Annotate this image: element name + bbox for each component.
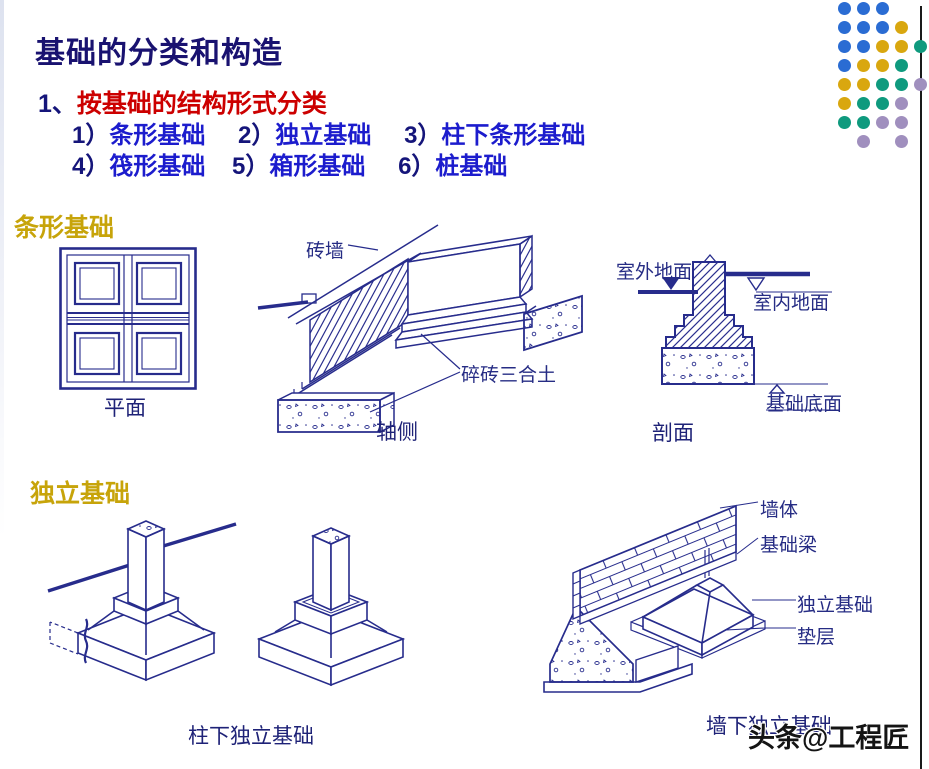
decor-dot (838, 21, 851, 34)
decor-dot (876, 40, 889, 53)
decor-dot (914, 78, 927, 91)
plan-figure (59, 247, 197, 390)
indoor-ground-label: 室内地面 (753, 293, 830, 314)
type-6-name: 桩基础 (435, 153, 508, 180)
type-6-num: 6） (398, 153, 436, 180)
rubble-concrete-label: 碎砖三合土 (461, 365, 557, 386)
decor-dot (876, 21, 889, 34)
decor-dot (895, 97, 908, 110)
decor-dot (857, 97, 870, 110)
type-4-name: 筏形基础 (109, 153, 206, 180)
decor-dot (857, 21, 870, 34)
decor-dot (895, 116, 908, 129)
decor-dot (857, 135, 870, 148)
strip-foundation-heading: 条形基础 (14, 214, 115, 242)
decor-dot (876, 97, 889, 110)
type-3-name: 柱下条形基础 (441, 122, 586, 149)
type-5-name: 箱形基础 (269, 153, 366, 180)
watermark: 头条@工程匠 (748, 723, 910, 753)
decor-dot (838, 116, 851, 129)
decor-dot (895, 40, 908, 53)
decor-dot (876, 2, 889, 15)
list-number: 1、 (38, 90, 77, 118)
foundation-types-line2: 4）筏形基础 5）箱形基础 6）桩基础 (72, 146, 507, 181)
type-5-num: 5） (232, 153, 270, 180)
wall-footing-caption: 墙下独立基础 (706, 715, 832, 738)
decor-dot (876, 116, 889, 129)
type-2-num: 2） (238, 122, 276, 149)
page-title: 基础的分类和构造 (35, 37, 283, 70)
brick-wall-label: 砖墙 (306, 241, 345, 262)
type-2-name: 独立基础 (275, 122, 372, 149)
type-1-name: 条形基础 (109, 122, 206, 149)
decor-dot (895, 21, 908, 34)
left-edge-strip (0, 0, 4, 769)
axonometric-figure (257, 224, 583, 434)
foundation-beam-label: 基础梁 (760, 535, 818, 556)
column-footing-figure (47, 520, 237, 682)
plan-caption: 平面 (104, 397, 146, 420)
decor-dot (876, 59, 889, 72)
decor-dot (857, 40, 870, 53)
socket-footing-figure (256, 527, 406, 687)
foundation-types-line1: 1）条形基础 2）独立基础 3）柱下条形基础 (72, 115, 585, 150)
cushion-layer-label: 垫层 (797, 627, 836, 648)
wall-footing-figure (543, 501, 796, 693)
right-edge-line (920, 6, 922, 769)
decor-dot (876, 78, 889, 91)
decor-dot (838, 40, 851, 53)
decor-dot (838, 2, 851, 15)
decor-dot (857, 78, 870, 91)
column-footing-caption: 柱下独立基础 (188, 725, 314, 748)
classification-heading: 按基础的结构形式分类 (76, 90, 327, 118)
section-caption: 剖面 (652, 422, 694, 445)
decor-dot (895, 59, 908, 72)
independent-foundation-heading: 独立基础 (30, 480, 131, 508)
decor-dot (857, 59, 870, 72)
type-3-num: 3） (404, 122, 442, 149)
independent-footing-label: 独立基础 (797, 595, 874, 616)
decor-dot (857, 2, 870, 15)
decor-dot (895, 135, 908, 148)
decor-dot (857, 116, 870, 129)
decor-dot (914, 40, 927, 53)
type-4-num: 4） (72, 153, 110, 180)
decor-dot (838, 78, 851, 91)
section-figure (638, 254, 840, 411)
decor-dot (838, 97, 851, 110)
decor-dot (895, 78, 908, 91)
foundation-bottom-label: 基础底面 (766, 394, 843, 415)
wall-body-label: 墙体 (760, 500, 799, 521)
outdoor-ground-label: 室外地面 (616, 262, 693, 283)
type-1-num: 1） (72, 122, 110, 149)
decor-dot (838, 59, 851, 72)
axonometric-caption: 轴侧 (376, 421, 418, 444)
